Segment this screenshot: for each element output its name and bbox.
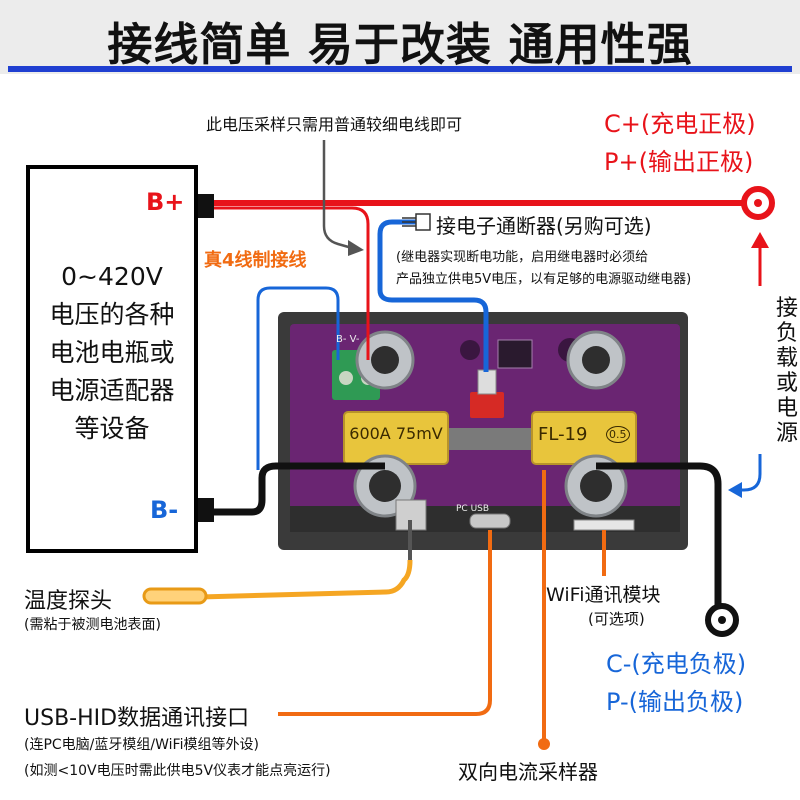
load-vertical-label: 接 负 载 或 电 源 — [776, 296, 798, 446]
connector-label: B- V- — [336, 334, 360, 345]
shunt-label: 双向电流采样器 — [458, 760, 598, 784]
battery-device-label: 0~420V 电压的各种 电池电瓶或 电源适配器 等设备 — [30, 258, 194, 448]
right-coil-label: FL-19 — [538, 424, 588, 445]
load-char-1: 接 — [776, 296, 799, 321]
usb-note-2: (如测<10V电压时需此供电5V仪表才能点亮运行) — [24, 763, 331, 779]
load-char-4: 或 — [776, 371, 799, 396]
negative-wire — [196, 462, 739, 637]
load-char-2: 负 — [776, 321, 799, 346]
usb-port-label: PC USB — [456, 504, 490, 514]
positive-wire — [196, 186, 775, 220]
page-title: 接线简单 易于改装 通用性强 — [107, 18, 693, 71]
sampling-arrow — [322, 140, 353, 250]
temp-probe-note: (需粘于被测电池表面) — [24, 617, 161, 633]
usb-note-1: (连PC电脑/蓝牙模组/WiFi模组等外设) — [24, 737, 259, 753]
title-banner — [0, 0, 800, 74]
usb-label: USB-HID数据通讯接口 — [24, 706, 250, 731]
load-down-arrow — [738, 454, 762, 492]
device-line-1: 0~420V — [61, 262, 163, 291]
relay-note-1: (继电器实现断电功能，启用继电器时必须给 — [396, 250, 649, 265]
temperature-probe — [142, 520, 413, 605]
title-underline — [8, 66, 792, 72]
voltage-sense-wire — [214, 206, 370, 360]
wifi-note: (可选项) — [588, 610, 645, 628]
load-char-6: 源 — [776, 421, 799, 446]
right-coil-badge: 0.5 — [606, 426, 630, 443]
load-char-5: 电 — [776, 396, 799, 421]
four-wire-label: 真4线制接线 — [204, 250, 307, 271]
device-line-2: 电压的各种 — [49, 300, 175, 329]
relay-wire — [377, 219, 489, 372]
negative-sense-wire — [256, 286, 340, 470]
b-plus-label: B+ — [146, 188, 185, 216]
device-line-5: 等设备 — [74, 414, 150, 443]
device-line-4: 电源适配器 — [49, 376, 175, 405]
relay-plug-icon — [402, 213, 431, 231]
relay-title: 接电子通断器(另购可选) — [436, 214, 652, 238]
load-char-3: 载 — [776, 346, 799, 371]
meter-board — [278, 312, 688, 550]
wifi-label: WiFi通讯模块 — [546, 584, 661, 606]
sampling-wire-note: 此电压采样只需用普通较细电线即可 — [206, 115, 463, 134]
battery-device-box — [26, 165, 198, 553]
b-minus-label: B- — [150, 496, 179, 524]
usb-cable — [278, 530, 492, 716]
p-minus-label: P-(输出负极) — [606, 688, 744, 716]
p-plus-label: P+(输出正极) — [604, 148, 754, 176]
device-line-3: 电池电瓶或 — [49, 338, 175, 367]
c-plus-label: C+(充电正极) — [604, 110, 756, 138]
left-coil-label: 600A 75mV — [349, 424, 443, 443]
relay-note-2: 产品独立供电5V电压，以有足够的电源驱动继电器) — [396, 272, 692, 287]
temp-probe-label: 温度探头 — [24, 589, 113, 614]
c-minus-label: C-(充电负极) — [606, 650, 747, 678]
